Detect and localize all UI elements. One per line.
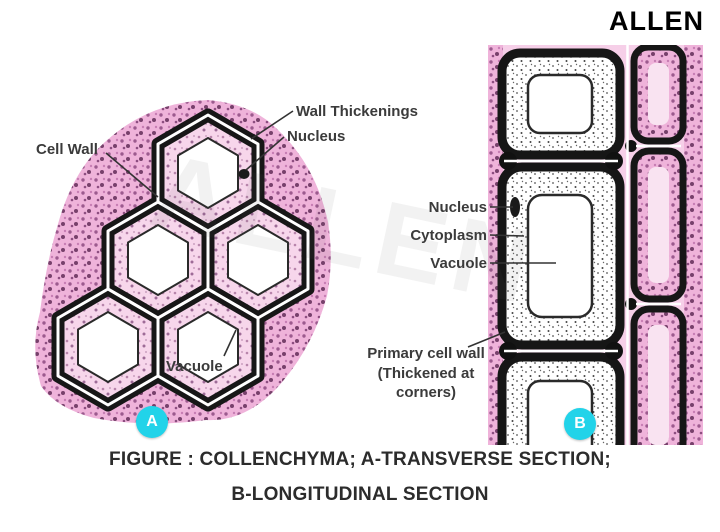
vacuoles [526, 73, 594, 445]
nucleus-shape [510, 197, 520, 217]
allen-logo: ALLEN [609, 6, 704, 36]
vacuoles [77, 137, 289, 383]
label-wall-thickenings: Wall Thickenings [296, 103, 418, 120]
nucleus-shape [238, 169, 250, 179]
badge-a: A [136, 406, 168, 438]
label-primary-cell-wall-line1: Primary cell wall [367, 345, 485, 362]
vacuole-shape [526, 193, 594, 319]
vacuole-shape [177, 137, 239, 209]
longitudinal-section-illustration [488, 45, 703, 445]
vacuole-shape [127, 224, 189, 296]
label-vacuole-b: Vacuole [430, 255, 487, 272]
vacuole-shape [227, 224, 289, 296]
label-nucleus-b: Nucleus [428, 199, 487, 216]
badge-b: B [564, 408, 596, 440]
figure-caption-line2: B-LONGITUDINAL SECTION [231, 484, 489, 505]
middle-lamella-lines [504, 45, 681, 445]
label-primary-cell-wall-line2: (Thickened at [377, 364, 475, 382]
vacuole-shape [526, 73, 594, 135]
figure-caption-line1: FIGURE : COLLENCHYMA; A-TRANSVERSE SECTI… [109, 449, 611, 470]
label-cell-wall: Cell Wall [36, 141, 98, 158]
vacuole-shape [77, 311, 139, 383]
label-primary-cell-wall-line3: corners) [395, 384, 457, 401]
right-cell-lumens [648, 63, 669, 445]
vacuole-shape [177, 311, 239, 383]
label-primary-cell-wall: Primary cell wall (Thickened at corners) [356, 344, 496, 403]
middle-lamella-lines [56, 113, 310, 407]
label-cytoplasm-b: Cytoplasm [410, 227, 487, 244]
right-wall-band [684, 45, 703, 445]
transverse-section-illustration [35, 100, 331, 424]
label-nucleus-a: Nucleus [287, 128, 346, 145]
label-vacuole-a: Vacuole [166, 358, 223, 375]
